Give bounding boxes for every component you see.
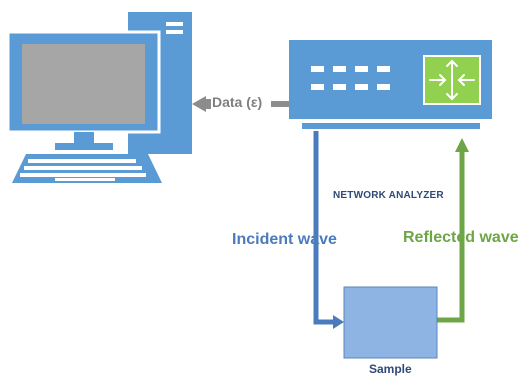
monitor-neck bbox=[74, 132, 94, 144]
sample-box bbox=[343, 286, 438, 359]
analyzer-base bbox=[302, 123, 480, 129]
port-grid-icon bbox=[311, 66, 390, 90]
network-analyzer-label: NETWORK ANALYZER bbox=[333, 190, 444, 201]
tower-slot bbox=[166, 30, 183, 34]
reflected-wave-arrow bbox=[437, 138, 469, 323]
data-arrow bbox=[192, 96, 293, 112]
incident-wave-label: Incident wave bbox=[232, 231, 337, 248]
tower-slot bbox=[166, 22, 183, 26]
reflected-wave-label: Reflected wave bbox=[403, 229, 519, 246]
incident-wave-arrow bbox=[313, 131, 344, 329]
sample-label: Sample bbox=[369, 362, 412, 376]
desktop-computer-icon bbox=[6, 12, 192, 183]
monitor-screen bbox=[22, 44, 145, 124]
network-analyzer-icon bbox=[289, 40, 492, 129]
router-arrows-icon bbox=[423, 55, 481, 105]
data-label: Data (ε) bbox=[212, 94, 263, 110]
monitor-base bbox=[55, 143, 113, 150]
